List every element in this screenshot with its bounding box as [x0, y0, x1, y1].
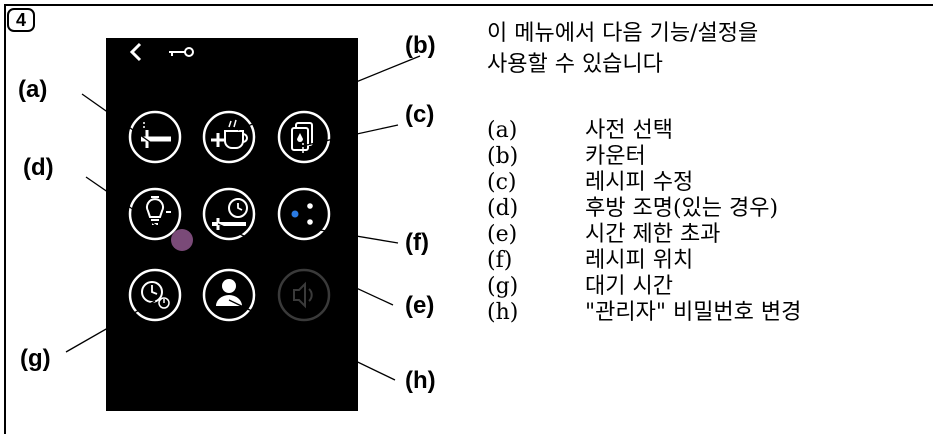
standby-clock-icon[interactable]: [128, 268, 182, 322]
intro-text: 이 메뉴에서 다음 기능/설정을 사용할 수 있습니다: [487, 18, 907, 80]
cup-counter-icon[interactable]: [202, 110, 256, 164]
intro-line-2: 사용할 수 있습니다: [487, 52, 663, 77]
chevron-left-icon[interactable]: [129, 42, 142, 62]
callout-b: (b): [405, 32, 436, 59]
legend-key: (e): [487, 222, 518, 247]
touch-indicator: [171, 229, 193, 251]
legend-key: (g): [487, 274, 519, 299]
dots-icon[interactable]: [277, 187, 331, 241]
legend-text: "관리자" 비밀번호 변경: [585, 300, 802, 325]
recipe-edit-icon[interactable]: [277, 110, 331, 164]
callout-h: (h): [405, 367, 436, 394]
callout-g: (g): [20, 345, 51, 372]
step-number: 4: [7, 8, 35, 32]
user-icon[interactable]: [202, 268, 256, 322]
legend-text: 사전 선택: [585, 118, 673, 143]
callout-a: (a): [18, 76, 48, 103]
callout-d: (d): [23, 154, 54, 181]
legend-key: (a): [487, 118, 518, 143]
legend-text: 카운터: [585, 144, 646, 169]
legend-key: (h): [487, 300, 519, 325]
callout-f: (f): [405, 229, 429, 256]
legend-text: 레시피 위치: [585, 248, 694, 273]
legend-text: 레시피 수정: [585, 170, 694, 195]
timer-icon[interactable]: [202, 187, 256, 241]
leader-lines: [65, 55, 421, 381]
legend-key: (c): [487, 170, 517, 195]
legend-key: (d): [487, 196, 519, 221]
lightbulb-icon[interactable]: [128, 187, 182, 241]
instruction-frame: [4, 4, 933, 434]
key-icon: [169, 47, 194, 57]
preselection-icon[interactable]: [128, 110, 182, 164]
legend-text: 후방 조명(있는 경우): [585, 196, 779, 221]
screen-illustration: [65, 42, 421, 381]
legend-key: (b): [487, 144, 519, 169]
legend-text: 대기 시간: [585, 274, 673, 299]
callout-e: (e): [405, 292, 435, 319]
legend-text: 시간 제한 초과: [585, 222, 721, 247]
speaker-icon: [277, 268, 331, 322]
legend-key: (f): [487, 248, 513, 273]
callout-c: (c): [405, 101, 435, 128]
intro-line-1: 이 메뉴에서 다음 기능/설정을: [487, 21, 759, 46]
